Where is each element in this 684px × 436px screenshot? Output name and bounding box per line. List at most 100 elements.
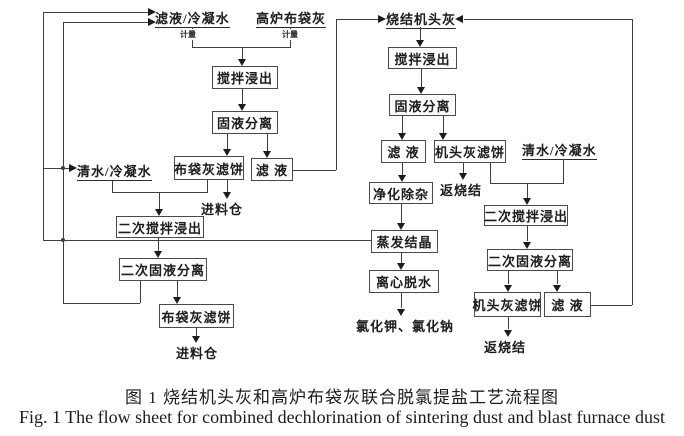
arrow-sec-sls-left-icon [154,251,162,258]
box-filtrate-mid: 滤 液 [381,140,426,163]
line-leach-to-sep-right [421,69,422,87]
arrow-return2-icon [504,330,512,337]
label-fresh-water-right: 清水/冷凝水 [522,140,597,160]
line-bagcake-to-feedbin [227,180,228,193]
arrow-bagcake2-icon [173,297,181,304]
label-fresh-water-right-text: 清水/冷凝水 [522,143,597,160]
arrow-into-fresh-water-left-icon [69,164,77,172]
arrow-sls-right-icon [417,87,425,94]
label-fresh-water-left-text: 清水/冷凝水 [77,164,152,181]
line-sep-to-filtrate-mid [402,116,403,133]
line-into-sinter-dust-left [336,19,378,20]
arrow-filtrate-mid-icon [398,133,406,140]
box-head-dust-cake-1: 机头灰滤饼 [434,140,506,163]
line-merge-to-sec-leach [159,192,160,209]
label-filtrate-condensate: 滤液/冷凝水 [155,8,230,28]
arrow-centrifuge-icon [397,263,405,270]
box-sec-solid-liquid-sep-left: 二次固液分离 [119,258,207,281]
line-sep-to-bagcake [227,134,228,150]
line-wash-merge [112,192,208,193]
line-to-fresh-water-left [43,168,69,169]
line-headcake-to-secmerge [490,163,491,183]
label-feed-bin-1: 进料仓 [201,202,244,217]
line-freshwater-right-down [563,159,564,183]
line-to-filtrate-condensate-2 [63,22,148,23]
arrow-filtrate-left-icon [263,151,271,158]
arrow-products-icon [397,309,405,316]
box-purify: 净化除杂 [369,182,433,204]
line-filtrate-to-purify [402,163,403,175]
arrow-filtrate-right-icon [553,285,561,292]
arrow-headcake2-icon [504,285,512,292]
arrow-evaporate-icon [397,223,405,230]
line-sec-sep-to-headcake2 [508,271,509,284]
box-solid-liquid-sep-right: 固液分离 [389,94,456,116]
label-products: 氯化钾、氯化钠 [356,319,455,334]
box-filtrate-left: 滤 液 [251,158,293,181]
label-fresh-water-left: 清水/冷凝水 [77,161,152,181]
line-centrifuge-to-products [401,293,402,308]
box-evaporate: 蒸发结晶 [371,230,438,253]
line-sinterdust-to-leach [420,27,421,40]
arrow-feedbin2-icon [192,336,200,343]
label-bf-bag-dust: 高炉布袋灰 [256,8,327,28]
arrow-headcake1-icon [439,133,447,140]
arrow-bagcake1-icon [223,149,231,156]
line-bagcake2-to-feedbin2 [196,328,197,337]
box-sec-stir-leach-right: 二次搅拌浸出 [484,205,568,226]
arrow-stir-leach-left-icon [238,59,246,66]
arrow-sec-leach-left-icon [155,209,163,216]
box-filtrate-right: 滤 液 [544,292,591,317]
arrow-feedbin1-icon [223,192,231,199]
arrow-into-filtrate-condensate-1-icon [148,8,156,16]
box-head-dust-cake-2: 机头灰滤饼 [473,292,542,317]
line-filtrate-left-up [336,19,337,170]
line-headcake2-to-return2 [508,317,509,329]
junction-dot-1 [61,166,65,170]
line-outer-loop-vertical [43,12,44,240]
box-sec-solid-liquid-sep-right: 二次固液分离 [487,249,573,271]
line-sec-leach-to-sec-sep-right [527,226,528,241]
line-merge-to-sec-leach-right [527,183,528,198]
label-sinter-head-dust-text: 烧结机头灰 [386,12,457,29]
line-to-filtrate-condensate-1 [43,12,148,13]
label-metering-2: 计量 [281,29,299,40]
label-bf-bag-dust-text: 高炉布袋灰 [256,11,327,28]
line-sec-leach-to-sec-sep [158,238,159,251]
line-sec-filtrate-bottom [63,303,140,304]
line-bagcake-to-wash [207,180,208,192]
line-sep-to-headcake [443,116,444,133]
box-stir-leach-left: 搅拌浸出 [212,66,278,89]
line-purify-to-evaporate [401,204,402,223]
line-sec-sep-to-bagcake2 [177,281,178,297]
line-filtrate-right-out [591,305,632,306]
arrow-stir-leach-right-icon [416,40,424,47]
label-return-sinter-1: 返烧结 [440,183,483,198]
arrow-sec-sls-right-icon [523,242,531,249]
arrow-sec-leach-right-icon [523,198,531,205]
line-headcake-to-return1 [463,163,464,173]
arrow-into-sinter-dust-right-icon [455,15,463,23]
junction-dot-2 [61,238,65,242]
box-stir-leach-right: 搅拌浸出 [388,47,457,69]
line-input-merge [192,47,291,48]
figure-caption-english: Fig. 1 The flow sheet for combined dechl… [18,407,666,427]
line-sec-sep-to-filtrate-right [557,271,558,284]
figure-caption-chinese: 图 1 烧结机头灰和高炉布袋灰联合脱氯提盐工艺流程图 [125,388,559,407]
label-metering-1: 计量 [179,29,197,40]
line-filtrate-left-out [293,170,336,171]
line-merge-to-stir-leach [242,47,243,60]
line-leach-to-sep-left [242,89,243,104]
box-centrifuge: 离心脱水 [369,270,439,293]
label-return-sinter-2: 返烧结 [484,340,527,355]
label-feed-bin-2: 进料仓 [176,346,219,361]
label-filtrate-condensate-text: 滤液/冷凝水 [155,11,230,28]
arrow-sls-left-icon [238,104,246,111]
arrow-purify-icon [398,175,406,182]
line-evaporate-to-centrifuge [401,253,402,264]
box-bag-dust-cake-1: 布袋灰滤饼 [174,156,244,180]
line-condensate-return [43,240,371,241]
line-right-loop-vertical [632,19,633,305]
box-solid-liquid-sep-left: 固液分离 [212,111,278,134]
